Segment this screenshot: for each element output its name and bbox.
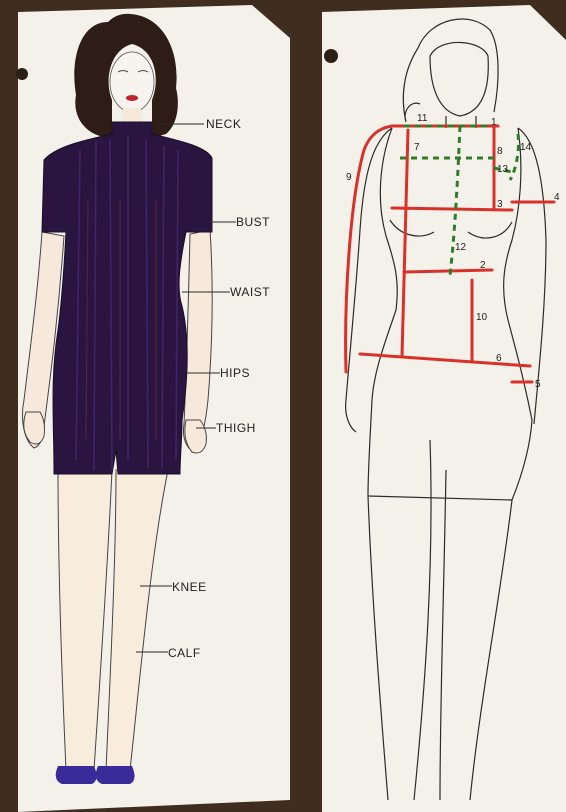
label-knee: KNEE xyxy=(172,580,207,594)
label-hips: HIPS xyxy=(220,366,250,380)
num-13: 13 xyxy=(497,164,509,175)
right-shoe xyxy=(96,766,135,784)
num-7: 7 xyxy=(414,142,420,153)
left-card: NECK BUST WAIST HIPS THIGH KNEE CALF xyxy=(16,5,290,812)
num-8: 8 xyxy=(497,146,503,157)
right-card-hole xyxy=(324,49,338,63)
left-shoe xyxy=(56,766,97,784)
face xyxy=(110,52,154,112)
left-card-hole xyxy=(16,68,28,80)
right-card: 1 2 3 4 5 6 7 8 9 10 11 12 13 14 xyxy=(322,5,566,812)
label-thigh: THIGH xyxy=(216,421,256,435)
label-neck: NECK xyxy=(206,117,241,131)
num-14: 14 xyxy=(520,142,532,153)
num-11: 11 xyxy=(417,113,428,124)
num-6: 6 xyxy=(496,353,502,364)
num-10: 10 xyxy=(476,312,488,323)
num-1: 1 xyxy=(491,117,497,128)
num-2: 2 xyxy=(480,260,486,271)
num-3: 3 xyxy=(497,199,503,210)
num-12: 12 xyxy=(455,242,467,253)
label-calf: CALF xyxy=(168,646,201,660)
label-bust: BUST xyxy=(236,215,270,229)
num-5: 5 xyxy=(535,379,541,390)
neck xyxy=(123,108,141,122)
label-waist: WAIST xyxy=(230,285,270,299)
lips xyxy=(126,95,138,101)
num-4: 4 xyxy=(554,192,560,203)
num-9: 9 xyxy=(346,172,352,183)
